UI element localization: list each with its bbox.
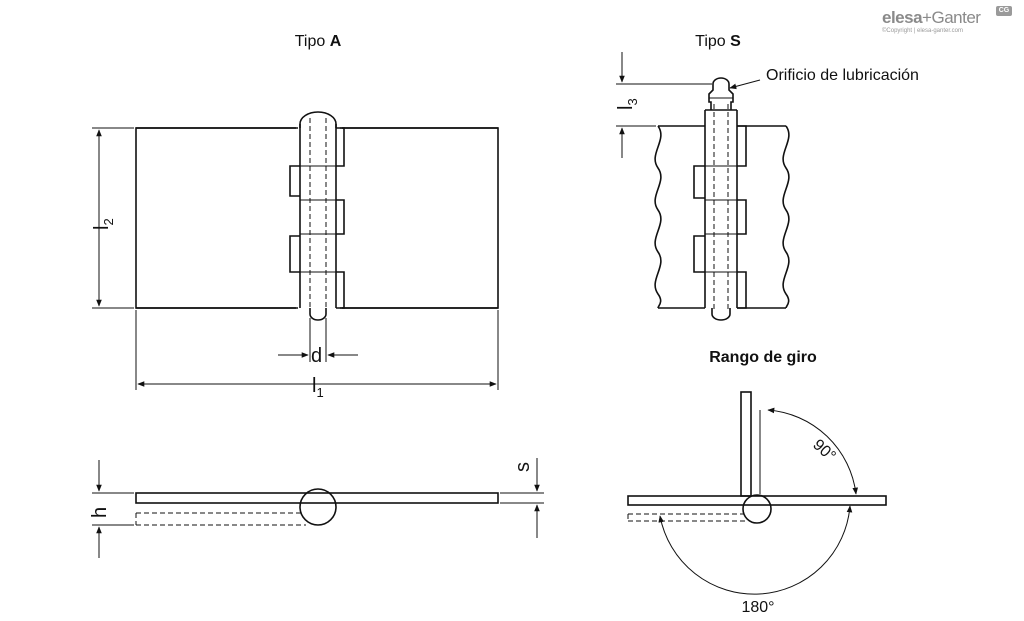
pin-head-top	[299, 111, 337, 128]
dimension-s: s	[500, 458, 544, 538]
dimension-l2: l2	[91, 127, 134, 309]
pin-bottom	[309, 308, 327, 321]
lubrication-nipple	[708, 77, 734, 110]
type-a-front-view	[135, 111, 499, 321]
dimension-l3: l3	[615, 52, 712, 158]
rotation-range-title: Rango de giro	[709, 349, 817, 366]
brand-logo-text: elesa+Ganter	[882, 8, 981, 27]
dimension-h: h	[89, 460, 134, 558]
svg-text:l1: l1	[312, 375, 324, 400]
svg-text:180°: 180°	[741, 599, 774, 616]
dimension-d: d	[278, 318, 358, 367]
copyright-note: ©Copyright | elesa-ganter.com	[882, 28, 964, 34]
type-s-title: Tipo S	[695, 33, 741, 50]
type-a-title: Tipo A	[295, 33, 342, 50]
svg-text:Orificio de lubricación: Orificio de lubricación	[766, 67, 919, 84]
arc-90	[767, 407, 859, 495]
svg-text:l3: l3	[615, 98, 640, 110]
rotation-range-view: 90° 180°	[627, 391, 887, 616]
svg-text:90°: 90°	[809, 436, 838, 465]
type-a-side-view	[135, 488, 499, 526]
brand-badge: CG	[996, 6, 1012, 16]
break-line-right	[782, 125, 790, 309]
svg-text:h: h	[89, 507, 111, 518]
svg-text:l2: l2	[91, 218, 116, 230]
brand-logo: elesa+Ganter CG ©Copyright | elesa-gante…	[882, 6, 1014, 38]
svg-text:s: s	[512, 462, 534, 472]
break-line-left	[654, 125, 662, 309]
dimension-l1: l1	[135, 310, 499, 400]
arc-180	[658, 505, 853, 595]
svg-text:d: d	[311, 345, 322, 367]
lubrication-callout: Orificio de lubricación	[729, 67, 919, 90]
type-s-front-view	[654, 77, 790, 321]
